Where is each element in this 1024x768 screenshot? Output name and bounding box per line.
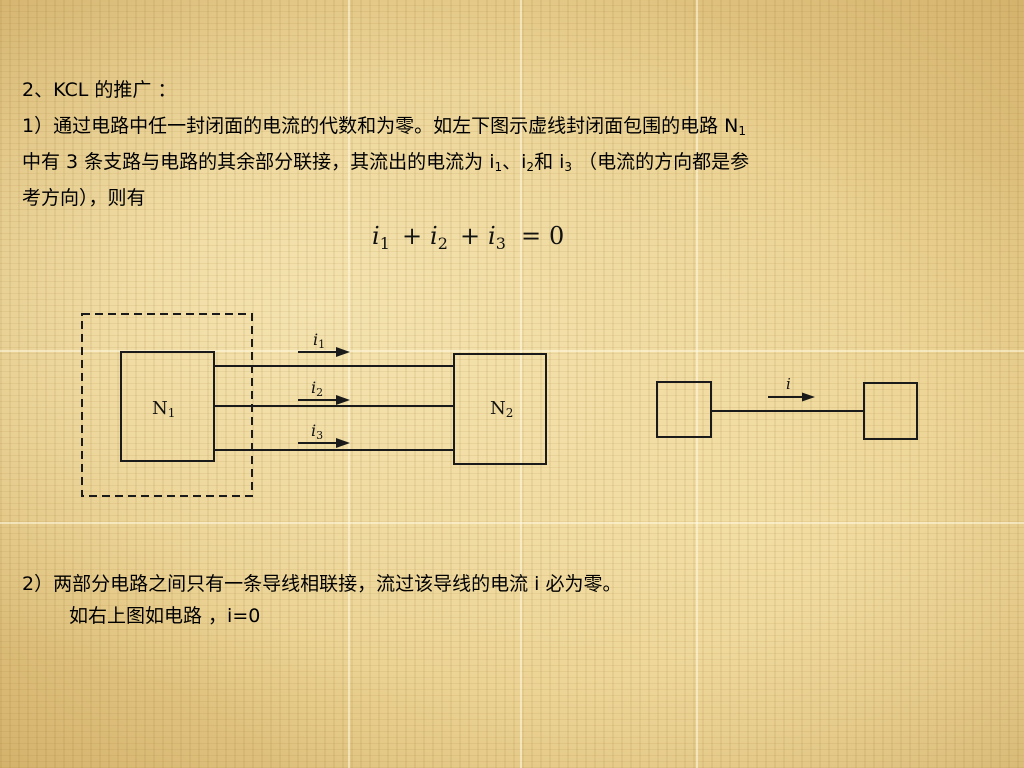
text-run: （电流的方向都是参: [572, 151, 750, 173]
grid-line: [0, 522, 1024, 524]
paragraph-line: 考方向），则有: [22, 187, 146, 209]
current-label-i3: i3: [311, 421, 323, 442]
eq-plus: +: [460, 222, 480, 250]
subscript: 1: [494, 160, 503, 174]
text-run: 和 i: [534, 151, 565, 173]
subscript: 3: [564, 160, 573, 174]
subscript: 2: [526, 160, 535, 174]
current-label-i2: i2: [311, 378, 323, 399]
grid-line: [348, 0, 350, 768]
arrowhead: [336, 438, 350, 448]
kcl-equation: i1 + i2 + i3 = 0: [372, 222, 564, 253]
eq-i3: i3: [488, 222, 506, 253]
right-subcircuit-box: [863, 382, 918, 440]
eq-i2: i2: [430, 222, 448, 253]
text-run: 、i: [502, 151, 527, 173]
left-circuit: [81, 313, 547, 497]
current-label-i1: i1: [313, 330, 325, 351]
paragraph-line: 如右上图如电路 ，i=0: [69, 605, 261, 627]
subscript: 1: [738, 124, 746, 138]
grid-line: [520, 0, 522, 768]
eq-equals: =: [521, 222, 541, 250]
right-circuit: [656, 381, 918, 440]
arrowhead: [802, 392, 815, 402]
paragraph-line: 中有 3 条支路与电路的其余部分联接，其流出的电流为 i1、i2和 i3 （电流…: [22, 148, 749, 176]
arrowhead: [336, 395, 350, 405]
n2-box: [453, 353, 547, 465]
n1-label: N1: [152, 398, 175, 420]
n2-label: N2: [490, 398, 513, 420]
left-labels: N1 N2 i1 i2 i3: [152, 330, 513, 442]
text-run: 1）通过电路中任一封闭面的电流的代数和为零。如左下图示虚线封闭面包围的电路 N: [22, 115, 739, 137]
current-label-i: i: [786, 375, 791, 393]
section-heading: 2、KCL 的推广 ：: [22, 79, 177, 101]
grid-line: [0, 350, 1024, 352]
paragraph-line: 2）两部分电路之间只有一条导线相联接，流过该导线的电流 i 必为零。: [22, 573, 622, 595]
text-run: 中有 3 条支路与电路的其余部分联接，其流出的电流为 i: [22, 151, 495, 173]
arrowheads: [336, 347, 350, 448]
left-subcircuit-box: [656, 381, 712, 438]
eq-zero: 0: [549, 222, 564, 250]
eq-i1: i1: [372, 222, 390, 253]
arrowhead: [336, 347, 350, 357]
grid-line: [696, 0, 698, 768]
eq-plus: +: [402, 222, 422, 250]
paragraph-line: 1）通过电路中任一封闭面的电流的代数和为零。如左下图示虚线封闭面包围的电路 N1: [22, 112, 746, 140]
